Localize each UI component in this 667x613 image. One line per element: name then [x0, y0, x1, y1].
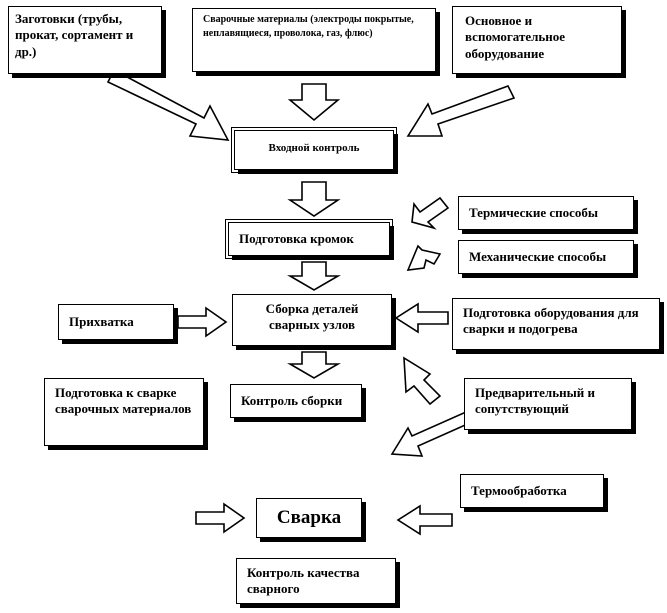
- box-assembly-control: Контроль сборки: [230, 384, 362, 418]
- label-assembly-control: Контроль сборки: [241, 393, 343, 408]
- arrow-equipment-prep-to-assembly: [394, 302, 449, 334]
- box-blanks: Заготовки (трубы, прокат, сортамент и др…: [8, 6, 162, 74]
- box-material-prep: Подготовка к сварке сварочных материалов: [44, 378, 204, 446]
- label-materials: Сварочные материалы (электроды покрытые,…: [203, 14, 414, 39]
- box-mechanical-methods: Механические способы: [458, 240, 634, 274]
- label-quality-control: Контроль качества сварного: [247, 565, 360, 597]
- label-preheat: Предварительный и сопутствующий: [475, 385, 595, 417]
- label-edge-prep: Подготовка кромок: [239, 231, 354, 246]
- arrow-preheat-to-assembly: [403, 356, 442, 406]
- label-equipment-prep: Подготовка оборудования для сварки и под…: [463, 305, 639, 337]
- box-preheat: Предварительный и сопутствующий: [464, 378, 632, 430]
- label-tack: Прихватка: [69, 314, 134, 329]
- box-equipment-prep: Подготовка оборудования для сварки и под…: [452, 298, 660, 350]
- label-thermal-methods: Термические способы: [469, 205, 599, 220]
- arrow-mechanical-to-edge-prep: [406, 244, 442, 271]
- arrow-edge-prep-to-assembly: [287, 261, 341, 291]
- label-assembly: Сборка деталей сварных узлов: [265, 301, 359, 333]
- label-incoming-control: Входной контроль: [268, 142, 360, 154]
- arrow-left-to-welding: [195, 502, 246, 534]
- arrow-tack-to-assembly: [177, 306, 228, 338]
- arrow-blanks-to-control: [106, 68, 230, 141]
- arrow-assembly-to-assembly-control: [287, 351, 341, 379]
- arrow-to-welding: [390, 410, 474, 457]
- box-assembly: Сборка деталей сварных узлов: [232, 294, 392, 346]
- label-mechanical-methods: Механические способы: [469, 249, 607, 264]
- label-heat-treatment: Термообработка: [471, 483, 567, 498]
- arrow-thermal-to-edge-prep: [411, 196, 450, 230]
- label-equipment: Основное и вспомогательное оборудование: [465, 13, 566, 61]
- box-quality-control: Контроль качества сварного: [236, 558, 396, 604]
- box-heat-treatment: Термообработка: [460, 474, 604, 508]
- label-material-prep: Подготовка к сварке сварочных материалов: [55, 385, 192, 417]
- box-incoming-control: Входной контроль: [231, 127, 397, 173]
- box-thermal-methods: Термические способы: [458, 196, 634, 230]
- box-materials: Сварочные материалы (электроды покрытые,…: [192, 8, 436, 72]
- arrow-control-to-edge-prep: [287, 181, 341, 217]
- box-tack: Прихватка: [58, 304, 174, 340]
- arrow-right-to-welding: [396, 504, 453, 536]
- box-welding: Сварка: [256, 498, 362, 538]
- box-equipment: Основное и вспомогательное оборудование: [452, 6, 622, 74]
- label-blanks: Заготовки (трубы, прокат, сортамент и др…: [15, 11, 134, 59]
- arrow-equipment-to-control: [406, 85, 516, 137]
- label-welding: Сварка: [276, 507, 342, 528]
- arrow-materials-to-control: [287, 83, 341, 122]
- box-edge-prep: Подготовка кромок: [225, 219, 393, 259]
